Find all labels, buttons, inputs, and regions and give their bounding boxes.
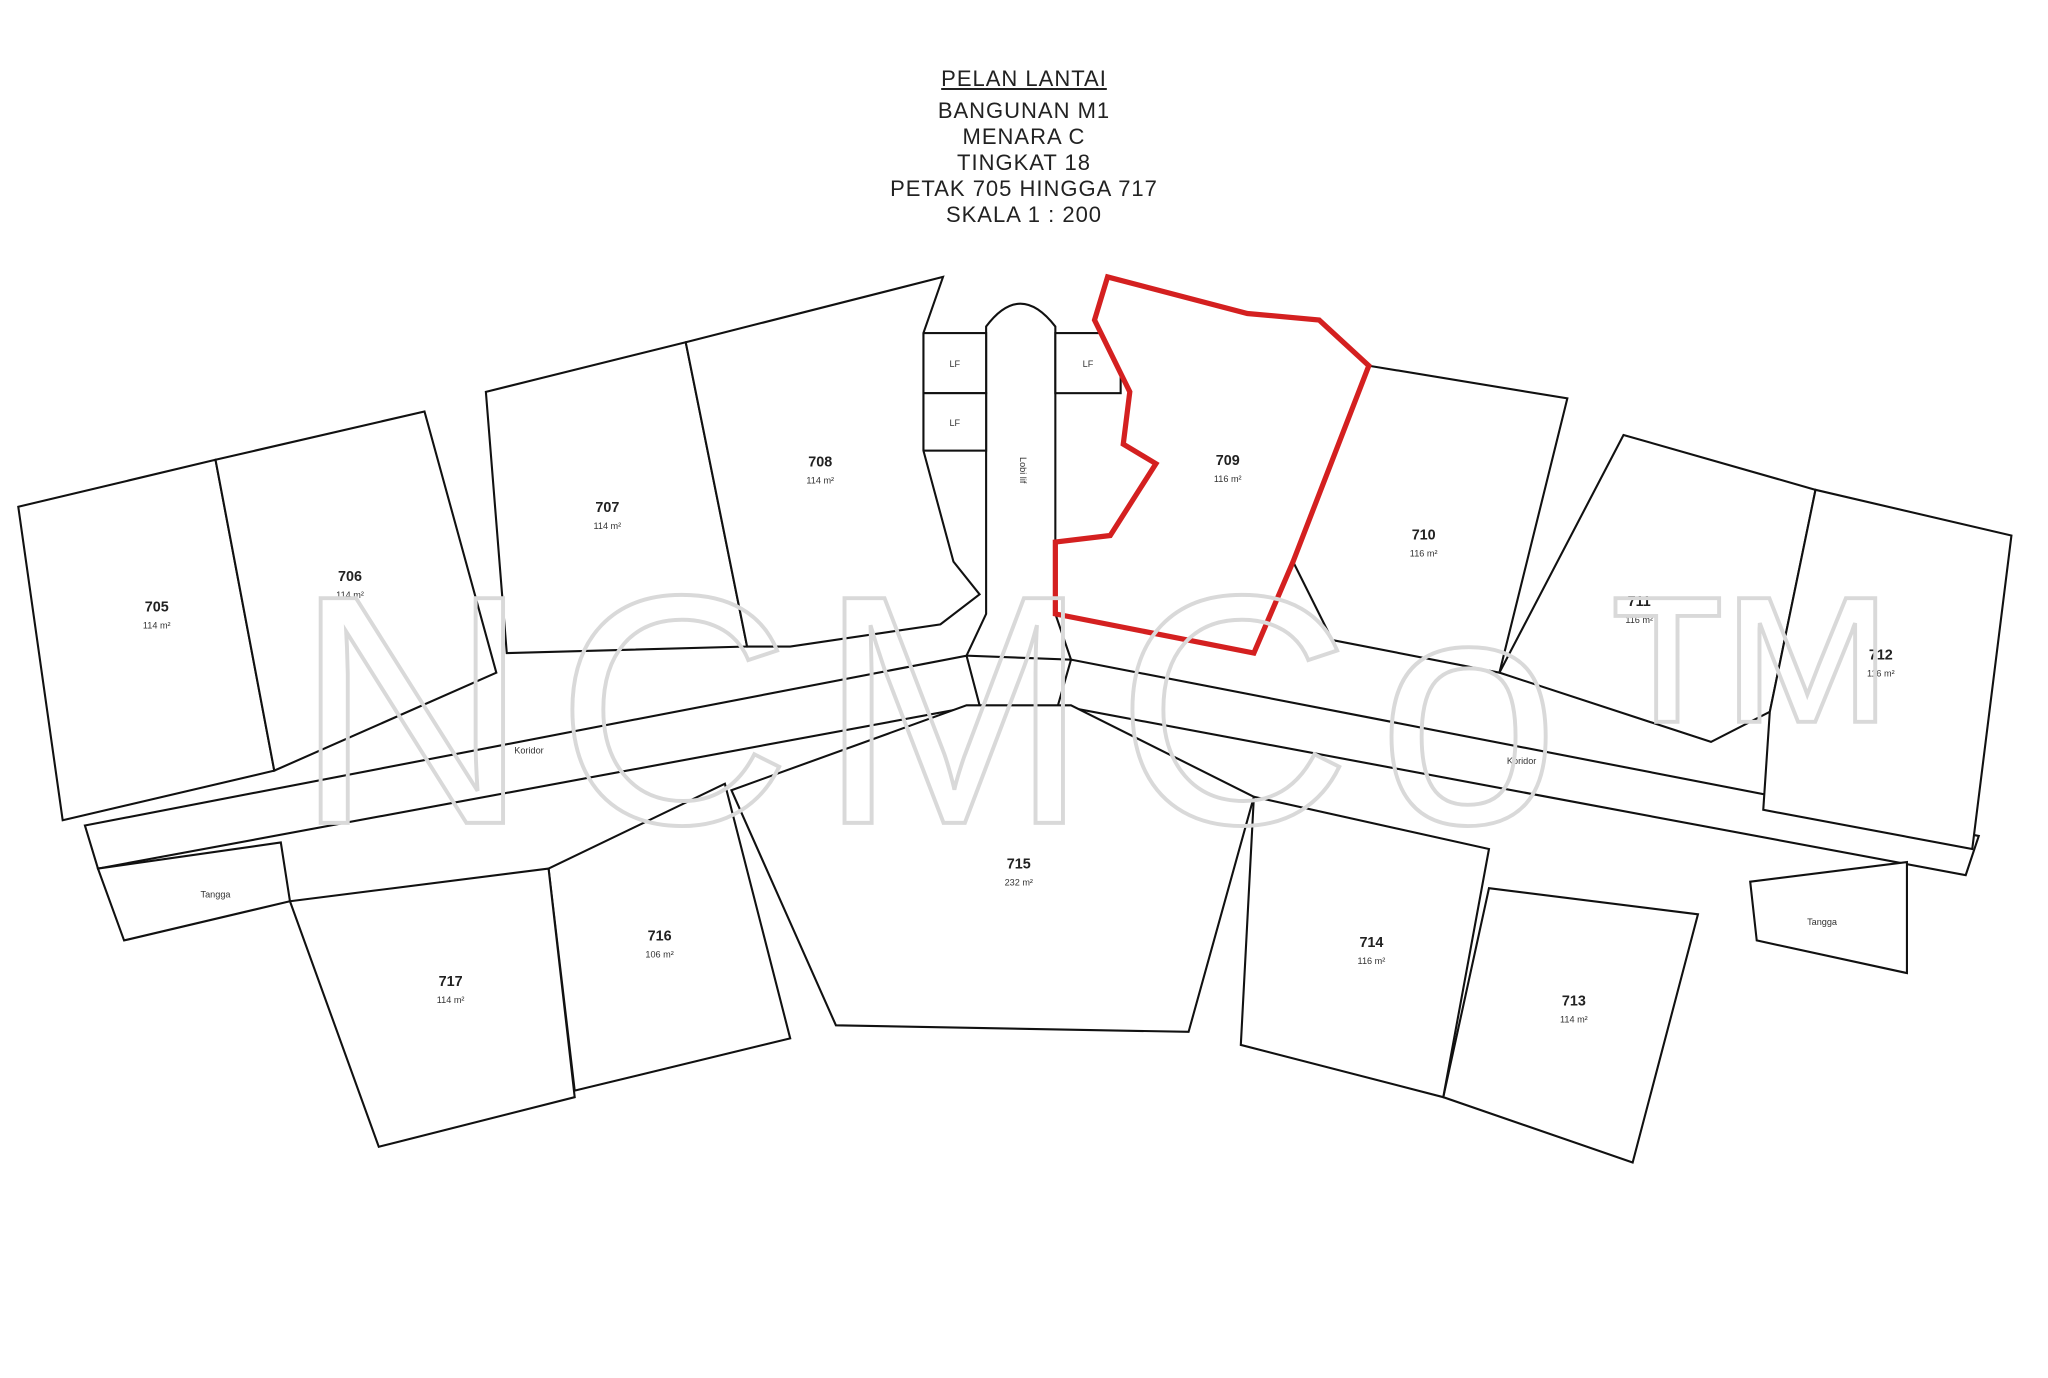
unit-number: 713 xyxy=(1562,994,1586,1010)
stairs-label-right: Tangga xyxy=(1807,917,1838,927)
unit-717[interactable] xyxy=(288,867,576,1149)
unit-number: 708 xyxy=(808,454,832,470)
unit-number: 705 xyxy=(145,599,169,615)
unit-area: 114 m² xyxy=(336,590,364,600)
plan-scale: SKALA 1 : 200 xyxy=(945,202,1103,227)
unit-area: 114 m² xyxy=(1560,1015,1588,1025)
tower-name: MENARA C xyxy=(962,124,1086,149)
unit-714[interactable] xyxy=(1239,795,1491,1099)
unit-number: 707 xyxy=(595,500,619,516)
unit-area: 114 m² xyxy=(593,521,621,531)
unit-area: 114 m² xyxy=(806,475,834,485)
unit-area: 114 m² xyxy=(437,995,465,1005)
lift-lobby xyxy=(964,302,1073,661)
corridor-right xyxy=(1056,658,1981,877)
unit-labels: 705 114 m² 706 114 m² 707 114 m² 708 114 m² 709 1… xyxy=(143,453,1895,1025)
unit-713[interactable] xyxy=(1442,887,1700,1164)
unit-area: 106 m² xyxy=(645,949,673,959)
unit-712[interactable] xyxy=(1762,488,2013,851)
unit-outlines xyxy=(17,273,2013,1164)
unit-number: 717 xyxy=(439,974,463,990)
corridor-label-left: Koridor xyxy=(514,746,543,756)
plan-heading: PELAN LANTAI xyxy=(941,66,1107,91)
unit-area: 116 m² xyxy=(1625,615,1653,625)
unit-area: 116 m² xyxy=(1867,669,1895,679)
corridor-label-right: Koridor xyxy=(1507,756,1536,766)
unit-number: 709 xyxy=(1216,453,1240,469)
floor-level: TINGKAT 18 xyxy=(957,150,1091,175)
unit-number: 711 xyxy=(1628,594,1651,610)
unit-709[interactable] xyxy=(1052,273,1372,657)
lift-label-3: LF xyxy=(1083,359,1094,369)
unit-number: 712 xyxy=(1869,648,1893,664)
unit-area: 232 m² xyxy=(1005,878,1033,888)
unit-715[interactable] xyxy=(730,704,1256,1033)
unit-area: 114 m² xyxy=(143,620,171,630)
unit-number: 710 xyxy=(1412,527,1436,543)
watermark: NCMCo™ xyxy=(294,528,1938,893)
unit-area: 116 m² xyxy=(1410,548,1438,558)
unit-number: 706 xyxy=(338,569,362,585)
lift-room-1 xyxy=(922,332,988,395)
unit-711[interactable] xyxy=(1497,433,1817,744)
unit-number: 716 xyxy=(648,928,672,944)
stairs-label-left: Tangga xyxy=(201,889,232,899)
unit-706[interactable] xyxy=(214,410,498,773)
unit-number: 714 xyxy=(1359,935,1383,951)
lift-label-1: LF xyxy=(949,359,960,369)
unit-area: 116 m² xyxy=(1214,474,1242,484)
corridors xyxy=(83,302,1981,975)
building-name: BANGUNAN M1 xyxy=(937,98,1111,123)
lift-room-2 xyxy=(922,392,988,452)
lift-lobby-label: Lobi lif xyxy=(1018,457,1028,484)
lift-label-2: LF xyxy=(949,418,960,428)
parcel-range: PETAK 705 HINGGA 717 xyxy=(890,176,1158,201)
unit-708[interactable] xyxy=(684,275,982,648)
stairs-right xyxy=(1749,860,1908,975)
unit-area: 116 m² xyxy=(1358,956,1386,966)
unit-number: 715 xyxy=(1007,857,1031,873)
